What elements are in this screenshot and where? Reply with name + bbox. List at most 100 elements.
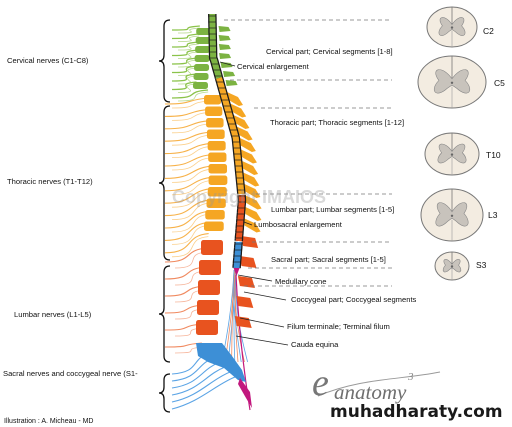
thoracic-nerve xyxy=(164,97,209,105)
thoracic-spinous-process xyxy=(242,161,259,175)
thoracic-nerve-branch xyxy=(171,202,212,220)
label-sacral-part: Sacral part; Sacral segments [1-5] xyxy=(271,255,386,264)
lumbar-vertebra xyxy=(196,320,218,335)
thoracic-nerve xyxy=(164,108,211,117)
lumbar-nerve xyxy=(164,247,208,263)
section-label-l3: L3 xyxy=(488,210,498,220)
section-t10-central-canal xyxy=(450,153,454,156)
leader-lines xyxy=(219,19,441,397)
section-l3-grey-matter xyxy=(435,202,469,227)
cervical-nerve xyxy=(171,65,198,74)
lumbar-spinous-process xyxy=(241,236,259,248)
copyright-watermark: Copyright IMAIOS xyxy=(172,187,326,207)
section-l3-central-canal xyxy=(450,214,454,217)
label-medullary-cone: Medullary cone xyxy=(275,277,327,286)
thoracic-nerve xyxy=(164,210,211,229)
thoracic-vertebra xyxy=(208,152,227,162)
cervical-nerve-branch xyxy=(177,91,209,102)
sacral-nerve xyxy=(171,376,236,410)
cervical-nerve-branch xyxy=(177,27,200,34)
medullary-cone xyxy=(233,268,240,276)
cord-cross-sections xyxy=(417,6,487,281)
thoracic-nerve-branch xyxy=(171,179,215,196)
lumbar-nerve-branch xyxy=(174,251,207,269)
coccyx xyxy=(238,378,252,408)
label-thoracic-nerves: Thoracic nerves (T1-T12) xyxy=(7,177,93,186)
cervical-nerve-branch xyxy=(177,67,198,76)
cervical-nerve xyxy=(171,89,209,99)
lumbar-spinous-process xyxy=(239,256,257,268)
thoracic-nerve-branch xyxy=(171,236,209,258)
label-cervical-nerves: Cervical nerves (C1-C8) xyxy=(7,56,89,65)
spinal-cord xyxy=(208,14,247,276)
label-lumbar-nerves: Lumbar nerves (L1-L5) xyxy=(14,310,92,319)
thoracic-nerve-branch xyxy=(171,168,214,183)
cervical-spinous-process xyxy=(223,71,236,77)
leader-filum-terminale xyxy=(239,317,285,328)
lumbar-spinous-process xyxy=(236,296,254,308)
thoracic-spinous-process xyxy=(245,195,262,210)
sacral-bracket xyxy=(158,373,171,413)
lumbar-spinous-process xyxy=(237,276,255,288)
thoracic-bracket xyxy=(158,105,171,261)
sacral-cord xyxy=(233,241,242,269)
thoracic-nerve xyxy=(164,176,215,192)
site-brand: muhadharaty.com xyxy=(330,402,503,422)
leader-cervical-enlargement xyxy=(219,61,236,67)
thoracic-nerve xyxy=(164,221,210,241)
lumbar-spinous-process xyxy=(234,316,252,328)
thoracic-vertebra xyxy=(204,95,222,105)
e-anatomy-logo: e anatomy 3 xyxy=(310,364,420,410)
thoracic-nerve-branch xyxy=(171,134,213,146)
thoracic-spinous-process xyxy=(240,149,257,164)
thoracic-spinous-process xyxy=(244,218,261,233)
section-label-c2: C2 xyxy=(483,26,494,36)
thoracic-nerve-branch xyxy=(171,191,213,208)
lumbar-bracket xyxy=(158,265,171,363)
lumbar-cord xyxy=(235,194,245,242)
thoracic-nerve-branch xyxy=(171,157,214,171)
thoracic-vertebra xyxy=(203,221,224,231)
section-c2 xyxy=(426,6,478,48)
cervical-nerve xyxy=(171,73,198,82)
thoracic-nerve xyxy=(164,187,214,204)
lumbar-vertebra xyxy=(198,280,220,295)
logo-e-letter: e xyxy=(312,362,329,404)
section-label-c5: C5 xyxy=(494,78,505,88)
cervical-spinous-process xyxy=(218,35,231,41)
section-c5 xyxy=(417,55,487,109)
cervical-spinous-process xyxy=(220,62,233,68)
thoracic-nerve-branch xyxy=(171,145,214,158)
spinous-processes xyxy=(218,26,262,328)
cervical-nerve-branch xyxy=(177,75,197,85)
thoracic-nerve-branch xyxy=(171,123,212,134)
cervical-spinous-process xyxy=(225,80,238,86)
cervical-vertebra xyxy=(194,64,210,71)
leader-lumbosacral-enlargement xyxy=(243,221,253,226)
thoracic-vertebra xyxy=(208,164,228,174)
thoracic-vertebra xyxy=(205,210,225,220)
thoracic-nerve xyxy=(164,233,209,254)
cervical-vertebra xyxy=(196,28,212,35)
label-coccygeal-part: Coccygeal part; Coccygeal segments xyxy=(291,295,417,304)
thoracic-nerve-branch xyxy=(171,111,211,121)
cervical-nerve xyxy=(171,81,197,91)
thoracic-spinous-process xyxy=(233,115,250,129)
thoracic-nerve-branch xyxy=(171,213,211,233)
thoracic-vertebra xyxy=(205,106,223,116)
cervical-vertebra xyxy=(194,55,210,62)
section-label-s3: S3 xyxy=(476,260,487,270)
label-lumbar-part: Lumbar part; Lumbar segments [1-5] xyxy=(271,205,395,214)
sacrum xyxy=(196,343,246,382)
lumbar-vertebra xyxy=(201,240,223,255)
thoracic-nerve xyxy=(164,153,214,167)
sacral-nerve xyxy=(171,361,221,389)
logo-superscript: 3 xyxy=(408,371,414,383)
cervical-nerve xyxy=(171,33,200,40)
thoracic-spinous-process xyxy=(230,103,247,118)
thoracic-spinous-process xyxy=(239,138,256,152)
spinal-nerve-roots xyxy=(164,25,251,411)
cauda-equina-strand xyxy=(233,269,242,363)
label-cervical-enlargement: Cervical enlargement xyxy=(237,62,309,71)
label-lumbosacral-enlargement: Lumbosacral enlargement xyxy=(254,220,342,229)
